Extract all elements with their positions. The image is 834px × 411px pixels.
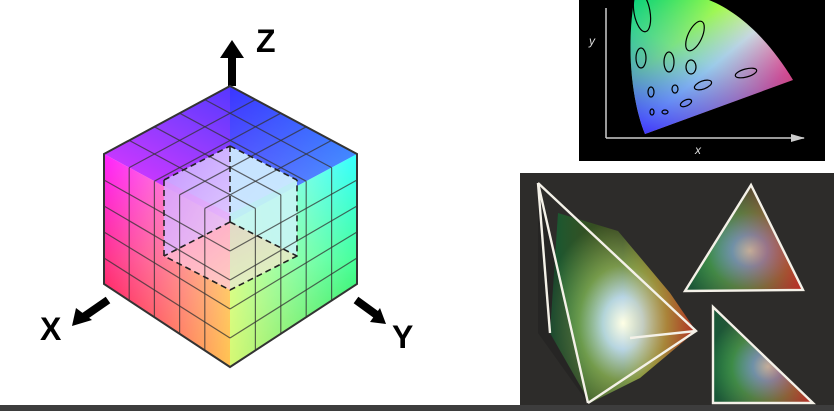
chromaticity-diagram: y x	[579, 0, 825, 161]
upper-gamut-triangle	[682, 182, 805, 293]
chroma-x-label: x	[694, 143, 702, 157]
y-axis-arrowhead	[370, 308, 386, 324]
rgb-color-cube-diagram: Z X Y	[40, 23, 413, 369]
cube-grid-lines	[103, 99, 358, 351]
x-axis-arrowhead	[72, 308, 92, 326]
cube-outline	[103, 84, 358, 369]
chroma-x-arrowhead	[791, 134, 805, 142]
x-axis-label: X	[40, 311, 62, 347]
z-axis-label: Z	[256, 23, 276, 59]
chromaticity-svg: y x	[579, 0, 825, 161]
chroma-y-label: y	[588, 34, 596, 48]
z-axis-arrowhead	[220, 40, 244, 58]
y-axis-line	[353, 296, 381, 320]
macadam-ellipses	[632, 0, 758, 116]
cutaway-dashed-outline	[163, 145, 298, 291]
lower-gamut-triangle	[711, 304, 816, 405]
rgb-cube-svg: Z X Y	[40, 23, 413, 369]
large-gamut-pyramid	[536, 182, 698, 404]
y-axis-label: Y	[392, 319, 413, 355]
device-gamut-solids-photo	[520, 173, 834, 406]
gamut-svg	[520, 173, 834, 406]
bottom-frame-strip	[0, 405, 834, 411]
x-axis-line	[79, 296, 111, 322]
